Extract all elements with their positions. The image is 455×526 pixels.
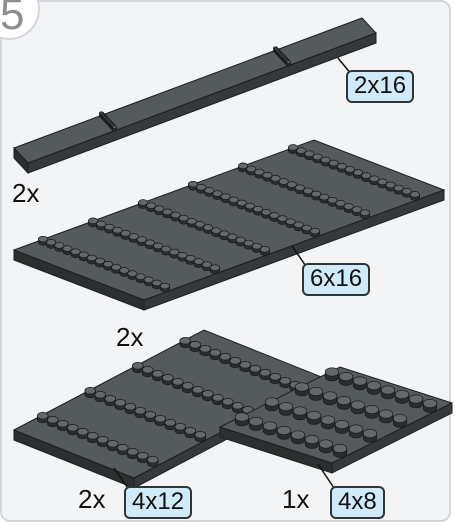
stud <box>192 386 203 396</box>
stud <box>200 345 211 355</box>
stud <box>212 394 223 404</box>
stud <box>230 357 241 367</box>
stud <box>125 403 136 413</box>
stud <box>87 432 98 442</box>
plate-6x16 <box>14 140 444 310</box>
stud <box>97 436 108 446</box>
stud <box>77 428 88 438</box>
stud <box>395 390 409 403</box>
stud <box>293 407 307 420</box>
stud <box>323 392 337 405</box>
stud <box>127 448 138 458</box>
stud <box>360 210 369 219</box>
stud <box>135 407 146 417</box>
stud <box>260 369 271 379</box>
stud <box>162 374 173 384</box>
stud <box>152 370 163 380</box>
stud <box>310 228 319 237</box>
stud <box>202 390 213 400</box>
stud <box>180 337 191 347</box>
stud <box>279 402 293 415</box>
stud <box>353 377 367 390</box>
stud <box>47 416 58 426</box>
stud <box>321 416 335 429</box>
stud <box>381 386 395 399</box>
stud <box>165 419 176 429</box>
stud <box>335 420 349 433</box>
part-size-label-2x16: 2x16 <box>346 70 414 103</box>
stud <box>339 372 353 385</box>
stud <box>280 377 291 387</box>
stud <box>160 283 169 292</box>
stud <box>319 440 333 453</box>
stud <box>117 444 128 454</box>
stud <box>325 368 339 381</box>
stud <box>409 395 423 408</box>
stud <box>307 411 321 424</box>
stud <box>155 415 166 425</box>
stud <box>305 435 319 448</box>
stud <box>367 381 381 394</box>
stud <box>185 427 196 437</box>
stud <box>115 399 126 409</box>
stud <box>175 423 186 433</box>
stud <box>107 440 118 450</box>
stud <box>137 452 148 462</box>
stud <box>337 396 351 409</box>
stud <box>277 426 291 439</box>
stud <box>270 373 281 383</box>
stud <box>393 414 407 427</box>
stud <box>291 431 305 444</box>
stud <box>363 429 377 442</box>
stud <box>172 378 183 388</box>
stud <box>235 413 249 426</box>
stud <box>195 431 206 441</box>
stud <box>351 401 365 414</box>
stud <box>349 425 363 438</box>
stud <box>333 444 347 457</box>
stud <box>250 365 261 375</box>
stud <box>263 422 277 435</box>
stud <box>222 398 233 408</box>
stud <box>142 366 153 376</box>
part-size-label-6x16: 6x16 <box>302 263 370 296</box>
stud <box>210 265 219 274</box>
quantity-2x16: 2x <box>12 180 39 206</box>
stud <box>249 417 263 430</box>
stud <box>147 456 158 466</box>
stud <box>287 61 291 66</box>
stud <box>95 391 106 401</box>
stud <box>260 246 269 255</box>
stud <box>423 399 437 412</box>
stud <box>410 191 419 200</box>
part-size-label-4x12: 4x12 <box>124 486 192 519</box>
stud <box>67 424 78 434</box>
quantity-4x12: 2x <box>78 486 105 512</box>
stud <box>295 383 309 396</box>
stud <box>57 420 68 430</box>
stud <box>182 382 193 392</box>
stud <box>37 412 48 422</box>
stud <box>232 402 243 412</box>
stud <box>145 411 156 421</box>
stud <box>379 410 393 423</box>
stud <box>105 395 116 405</box>
stud <box>132 362 143 372</box>
part-size-label-4x8: 4x8 <box>330 486 385 519</box>
stud <box>210 349 221 359</box>
plate-2x16-top <box>14 18 376 163</box>
stud <box>309 387 323 400</box>
quantity-4x8: 1x <box>282 486 309 512</box>
stud <box>113 126 117 131</box>
stud <box>265 398 279 411</box>
quantity-6x16: 2x <box>116 324 143 350</box>
stud <box>220 353 231 363</box>
stud <box>85 387 96 397</box>
stud <box>365 405 379 418</box>
stud <box>190 341 201 351</box>
stud <box>240 361 251 371</box>
